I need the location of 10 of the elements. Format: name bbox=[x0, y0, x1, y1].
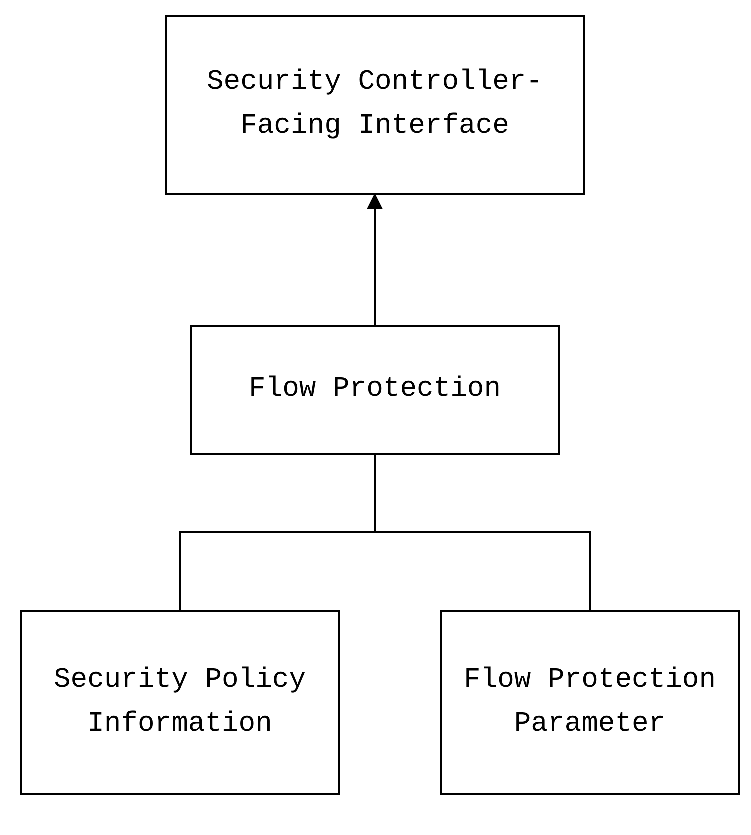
module-box bbox=[440, 610, 740, 795]
module-box bbox=[190, 325, 560, 455]
module-label: Flow Protection Parameter bbox=[462, 664, 718, 742]
module-label: Flow Protection bbox=[248, 373, 502, 407]
arrow bbox=[367, 193, 383, 325]
module-box bbox=[165, 15, 585, 195]
module-box bbox=[20, 610, 340, 795]
module-label: Security Controller-Facing Interface bbox=[206, 66, 544, 144]
connector-line bbox=[374, 455, 591, 610]
module-label: Security Policy Information bbox=[52, 664, 308, 742]
